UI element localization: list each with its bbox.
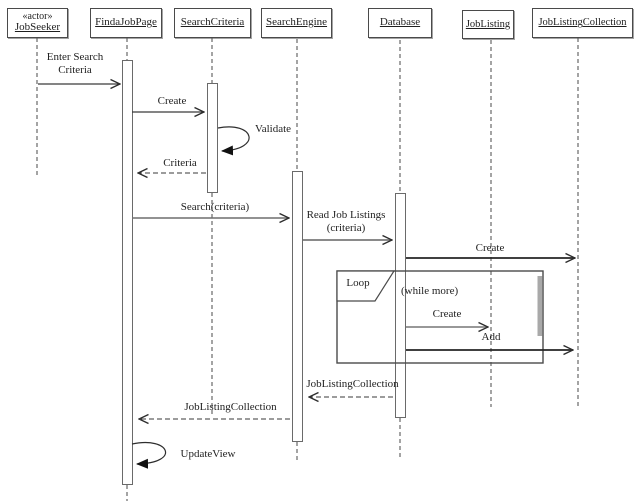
actor-stereotype: «actor» (22, 10, 53, 22)
message-label-joblistingcollection-2: JobListingCollection (184, 401, 277, 413)
message-label-joblistingcollection-1: JobListingCollection (306, 378, 399, 390)
loop-operator-label: Loop (346, 277, 370, 289)
lifeline-name: SearchEngine (265, 16, 328, 29)
lifeline-head-findajobpage: FindaJobPage (90, 8, 162, 38)
message-label-create-2: Create (475, 242, 505, 254)
lifeline-name: SearchCriteria (180, 16, 245, 29)
activation-searchcriteria (207, 83, 218, 193)
lifeline-head-joblistingcollection: JobListingCollection (532, 8, 633, 38)
message-label-enter-search-criteria: Enter Search Criteria (46, 51, 104, 76)
message-label-criteria: Criteria (163, 157, 197, 169)
arrow-validate-self (217, 126, 250, 156)
lifeline-head-joblisting: JobListing (462, 10, 514, 39)
lifeline-name: JobListing (465, 18, 511, 30)
lifeline-head-searchengine: SearchEngine (261, 8, 332, 38)
loop-guard-label: (while more) (401, 285, 459, 297)
message-label-create-3: Create (432, 308, 462, 320)
activation-findajobpage (122, 60, 133, 485)
message-label-read-job-listings: Read Job Listings (criteria) (306, 209, 386, 234)
lifeline-name: FindaJobPage (95, 16, 157, 29)
message-label-validate: Validate (254, 123, 292, 135)
message-label-create-1: Create (157, 95, 187, 107)
message-label-updateview: UpdateView (180, 448, 236, 460)
message-label-search-criteria: Search(criteria) (180, 201, 250, 213)
lifeline-name: JobSeeker (14, 21, 61, 34)
arrow-updateview-self (131, 442, 167, 469)
lifeline-name: Database (379, 16, 421, 29)
lifeline-head-jobseeker: «actor» JobSeeker (7, 8, 68, 38)
lifeline-head-database: Database (368, 8, 432, 38)
message-label-add: Add (481, 331, 501, 343)
lifeline-head-searchcriteria: SearchCriteria (174, 8, 251, 38)
lifeline-name: JobListingCollection (538, 17, 627, 29)
